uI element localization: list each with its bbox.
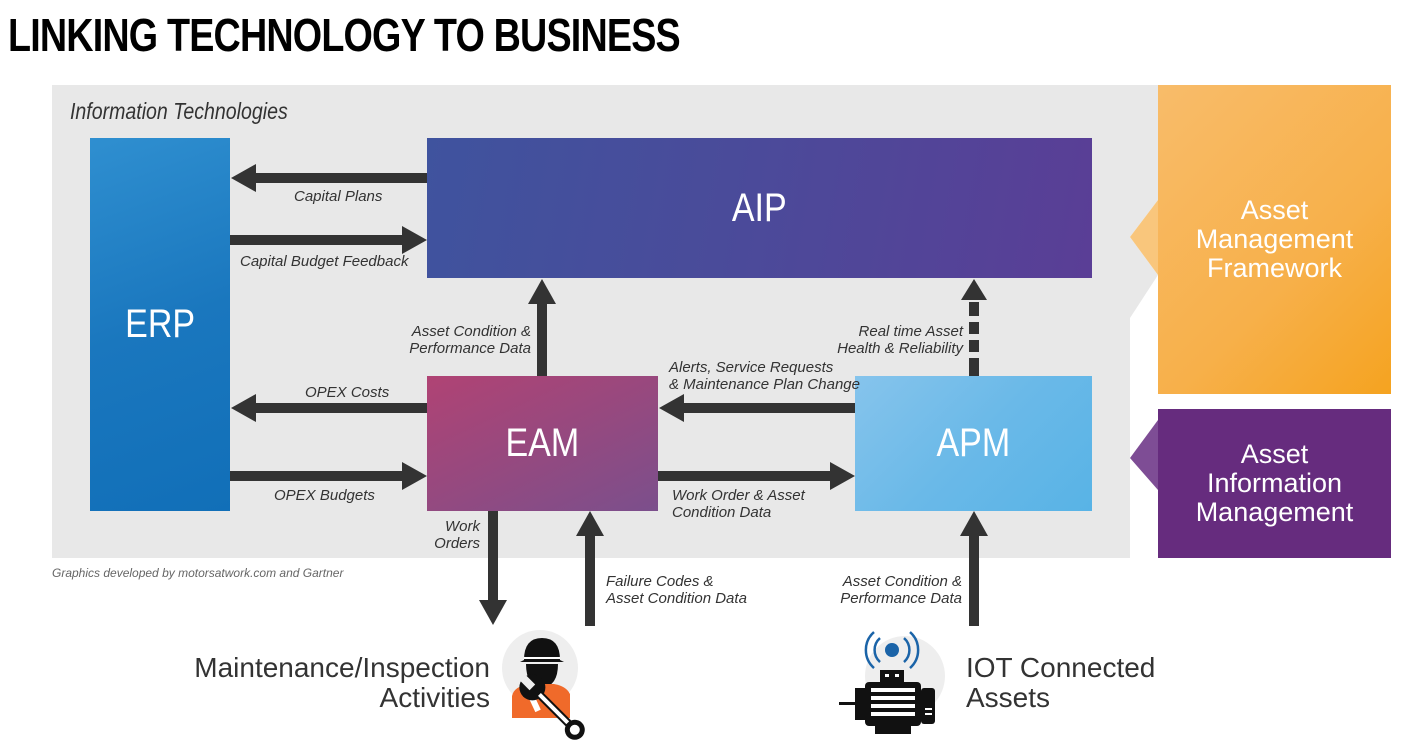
label-apm-to-eam: Alerts, Service Requests & Maintenance P… xyxy=(669,359,860,393)
aim-line-1: Asset xyxy=(1240,439,1309,469)
aip-box: AIP xyxy=(427,138,1092,278)
credit-text: Graphics developed by motorsatwork.com a… xyxy=(52,566,344,580)
arrow-opex-costs xyxy=(231,394,427,422)
arrow-capital-budget-feedback xyxy=(230,226,427,254)
asset-management-framework-box: Asset Management Framework xyxy=(1158,85,1391,394)
label-line: Assets xyxy=(966,682,1051,713)
maintenance-activities-label: Maintenance/Inspection Activities xyxy=(180,653,490,713)
label-line: Condition Data xyxy=(672,504,772,521)
label-line: Work xyxy=(445,518,480,535)
eam-box: EAM xyxy=(427,376,658,511)
arrow-iot-to-apm xyxy=(960,511,988,626)
amf-line-2: Management xyxy=(1195,224,1354,254)
chevron-framework-tip xyxy=(1130,200,1158,275)
arrow-eam-to-apm xyxy=(658,462,855,490)
label-line: Health & Reliability xyxy=(837,340,963,357)
label-line: Asset Condition Data xyxy=(606,590,747,607)
maintenance-worker-icon xyxy=(502,630,585,740)
label-line: Asset Condition & xyxy=(411,323,531,340)
label-line: Activities xyxy=(379,682,490,713)
label-line: Real time Asset xyxy=(858,323,963,340)
aip-label: AIP xyxy=(732,185,787,230)
aim-line-2: Information xyxy=(1206,468,1343,498)
label-iot-to-apm: Asset Condition & Performance Data xyxy=(820,573,962,607)
amf-line-3: Framework xyxy=(1206,253,1342,283)
label-line: Performance Data xyxy=(409,340,531,357)
asset-information-management-box: Asset Information Management xyxy=(1158,409,1391,558)
label-line: IOT Connected xyxy=(966,652,1156,683)
label-work-orders: Work Orders xyxy=(420,518,480,552)
iot-connected-assets-label: IOT Connected Assets xyxy=(966,653,1155,713)
label-apm-to-aip: Real time Asset Health & Reliability xyxy=(820,323,963,357)
eam-label: EAM xyxy=(505,421,580,465)
label-line: Work Order & Asset xyxy=(672,487,805,504)
apm-box: APM xyxy=(855,376,1092,511)
label-line: Performance Data xyxy=(840,590,962,607)
label-capital-plans: Capital Plans xyxy=(294,188,383,205)
label-line: Asset Condition & xyxy=(842,573,962,590)
erp-label: ERP xyxy=(125,302,195,346)
chevron-info-tip xyxy=(1130,420,1158,490)
erp-box: ERP xyxy=(90,138,230,511)
label-eam-to-aip: Asset Condition & Performance Data xyxy=(400,323,531,357)
label-capital-budget-feedback: Capital Budget Feedback xyxy=(240,253,409,270)
label-failure-codes: Failure Codes & Asset Condition Data xyxy=(606,573,747,607)
label-opex-budgets: OPEX Budgets xyxy=(274,487,375,504)
arrow-opex-budgets xyxy=(230,462,427,490)
label-opex-costs: OPEX Costs xyxy=(305,384,390,401)
label-line: & Maintenance Plan Change xyxy=(669,376,860,393)
amf-line-1: Asset xyxy=(1240,195,1309,225)
arrow-capital-plans xyxy=(231,164,427,192)
label-line: Orders xyxy=(434,535,480,552)
panel-label: Information Technologies xyxy=(70,98,288,124)
arrow-work-orders xyxy=(479,511,507,625)
arrow-apm-to-eam xyxy=(659,394,855,422)
arrow-failure-codes xyxy=(576,511,604,626)
arrow-eam-to-aip xyxy=(528,279,556,376)
label-line: Maintenance/Inspection xyxy=(194,652,490,683)
label-line: Alerts, Service Requests xyxy=(669,359,834,376)
label-line: Failure Codes & xyxy=(606,573,714,590)
iot-motor-icon xyxy=(839,631,945,734)
arrow-apm-to-aip-dashed xyxy=(961,279,987,376)
page-title: LINKING TECHNOLOGY TO BUSINESS xyxy=(8,9,681,61)
chevron-framework xyxy=(1130,85,1158,318)
aim-line-3: Management xyxy=(1195,497,1354,527)
label-eam-to-apm: Work Order & Asset Condition Data xyxy=(672,487,805,521)
apm-label: APM xyxy=(936,421,1011,465)
